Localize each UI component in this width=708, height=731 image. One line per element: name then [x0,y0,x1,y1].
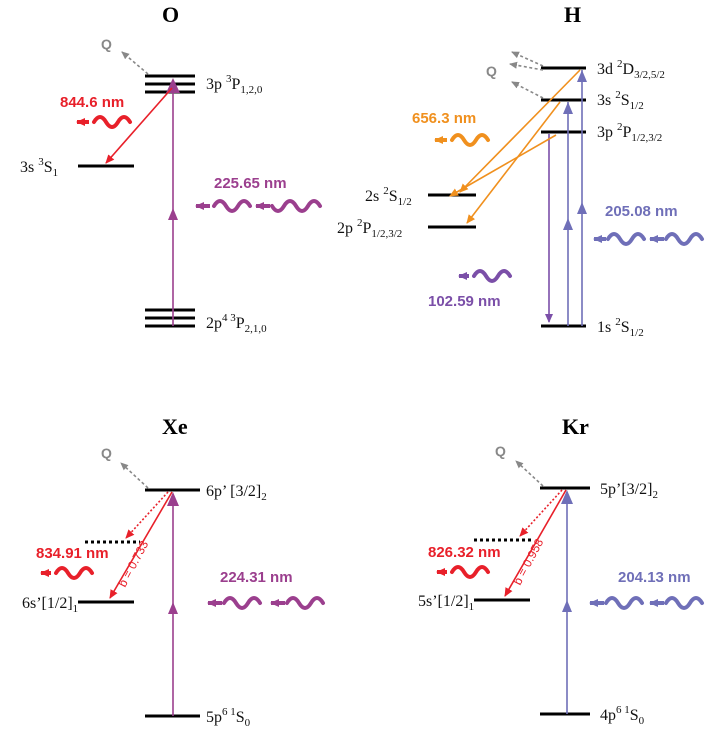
level-label-2p4-3p: 2p4 3P2,1,0 [206,312,267,335]
emission-wavelength-h: 656.3 nm [412,110,476,127]
laser-photon-xe-2 [222,596,262,610]
laser-photon-h-2 [606,232,646,246]
emission-wavelength-o: 844.6 nm [60,94,124,111]
quench-arrow-h-3s [511,81,544,99]
level-label-3s: 3s 2S1/2 [597,89,644,112]
laser-photon-o-1 [270,199,322,213]
level-label-3d: 3d 2D3/2,5/2 [597,58,665,81]
panel-title-kr: Kr [562,414,589,439]
emission-wavelength-kr: 826.32 nm [428,544,501,561]
quench-arrow-h-3d-2 [509,61,544,71]
level-label-1s: 1s 2S1/2 [597,316,644,339]
panel-title-o: O [162,2,179,27]
level-label-6p-prime: 6p’ [3/2]2 [206,483,267,503]
panel-krypton: Kr Q b = 0.958 5p’[3/2]2 5s’[1/2]1 4p6 1… [418,414,704,727]
excitation-wavelength-xe: 224.31 nm [220,569,293,586]
panel-hydrogen: H Q 3d 2D3/2,5/2 3s 2S1/2 3p 2P1/2,3/2 2… [337,2,704,339]
panel-oxygen: O Q 3p 3P1,2,0 3s 3S1 2p4 3P2,1,0 844.6 … [20,2,322,335]
emitted-photon-xe [54,566,94,580]
cascade-arrow-xe [125,491,169,539]
quench-label-kr: Q [495,443,506,459]
panel-title-xe: Xe [162,414,188,439]
quench-arrow-h-3d-1 [511,51,544,67]
quench-arrow-xe [120,462,149,489]
level-label-2p: 2p 2P1/2,3/2 [337,217,402,240]
balmer-3d-2p-arrow [459,69,581,193]
excitation-arrowhead-top-o [166,78,180,93]
emitted-photon-h [450,133,490,147]
emission-wavelength-xe: 834.91 nm [36,545,109,562]
excitation-arrowhead-h-3s-mid [563,218,573,230]
excitation-arrowhead-h-3d-top [577,70,587,82]
cascade-arrow-kr [519,489,563,537]
level-label-3p-3p: 3p 3P1,2,0 [206,73,263,96]
laser-photon-xe-1 [285,596,325,610]
level-label-6s-prime: 6s’[1/2]1 [22,595,78,615]
laser-photon-h-1 [664,232,704,246]
level-label-3s-3s: 3s 3S1 [20,156,58,179]
panel-xenon: Xe Q b = 0.733 6p’ [3/2]2 6s’[1/2]1 5p6 … [22,414,325,729]
emission-arrow-kr [504,489,567,597]
level-label-5p6: 5p6 1S0 [206,706,251,729]
excitation-wavelength-h: 205.08 nm [605,203,678,220]
laser-photon-kr-1 [664,596,704,610]
quench-arrow-kr [515,460,544,487]
laser-photon-o-2 [212,199,252,213]
excitation-arrowhead-h-3d-mid [577,202,587,214]
excitation-arrowhead-mid-o [168,208,178,220]
emission-arrow-o [105,87,173,164]
branching-ratio-xe: b = 0.733 [115,538,151,589]
excitation-arrowhead-h-3s-top [563,102,573,114]
quench-label-h: Q [486,63,497,79]
emitted-photon-kr [450,565,490,579]
excitation-arrowhead-top-xe [167,492,179,506]
quench-arrow-o [121,51,149,75]
branching-ratio-kr: b = 0.958 [510,536,546,587]
excitation-arrowhead-mid-xe [168,602,178,614]
excitation-arrowhead-mid-kr [562,600,572,612]
quench-label-o: Q [101,36,112,52]
excitation-wavelength-kr: 204.13 nm [618,569,691,586]
level-label-2s: 2s 2S1/2 [365,185,412,208]
laser-photon-kr-2 [604,596,644,610]
excitation-wavelength-o: 225.65 nm [214,175,287,192]
emitted-photon-o [92,115,132,129]
level-label-5p-prime: 5p’[3/2]2 [600,481,658,501]
level-label-5s-prime: 5s’[1/2]1 [418,593,474,613]
excitation-arrowhead-top-kr [561,490,573,504]
balmer-3s-2p-arrow [466,101,561,224]
quench-label-xe: Q [101,445,112,461]
emission-arrow-xe [109,491,173,599]
lyman-photon-h [472,269,512,283]
level-label-4p6: 4p6 1S0 [600,704,645,727]
panel-title-h: H [564,2,581,27]
balmer-3p-2s-arrow [449,134,557,197]
lyman-wavelength-h: 102.59 nm [428,293,501,310]
level-label-3p: 3p 2P1/2,3/2 [597,121,662,144]
